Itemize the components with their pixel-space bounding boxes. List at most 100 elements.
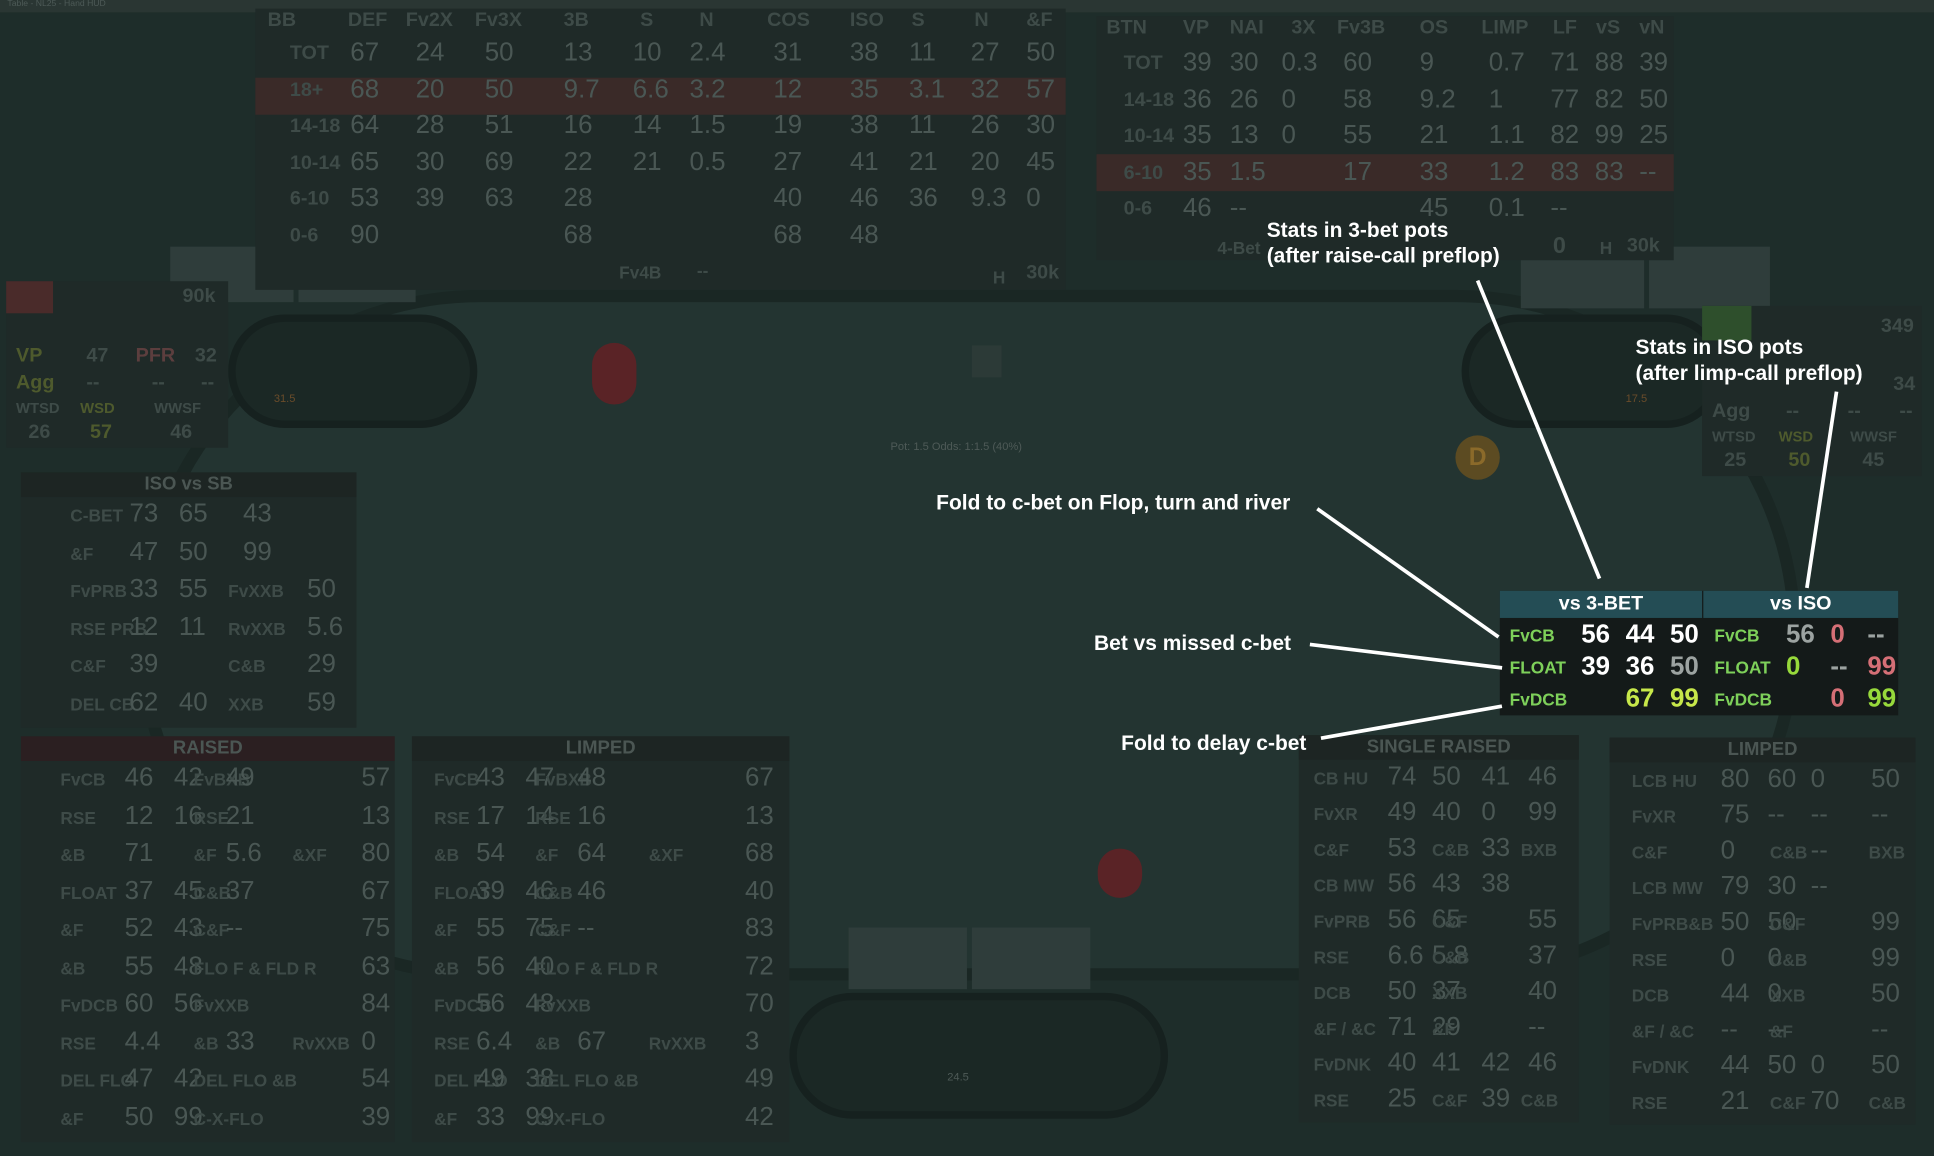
stat-value: 53 [1387,833,1417,863]
stat-value: 16 [173,801,203,830]
stat-value: 17 [476,801,505,830]
stat-value: 49 [744,1064,774,1093]
row-label: &XF [648,844,684,865]
stat-value: 68 [744,838,774,868]
stack-bottom: 24.5 [947,1070,969,1083]
stat-value: 67 [350,38,380,67]
stat-value: 48 [577,763,607,792]
stat-value: 99 [1528,798,1557,827]
stat-value: 59 [307,687,336,716]
annotation-iso-stats: Stats in ISO pots (after limp-call prefl… [1635,334,1862,386]
stat-value: 20 [970,147,1000,176]
stat-value: 38 [525,1064,555,1093]
stat-value: 0 [1767,943,1782,972]
stat-value: 38 [1481,869,1511,898]
stat-value: 41 [849,147,879,176]
left-player-hud: 90k VP 47 PFR 32 Agg -- -- -- WTSD WSD W… [6,281,229,448]
row-label: FvPRB&B [1631,913,1714,934]
stat-value: 0 [1720,943,1736,972]
row-label: C-X-FLO [535,1108,606,1128]
stat-value: 62 [129,687,159,716]
stat-value: 12 [129,612,159,641]
stat-value: 9 [1419,48,1435,77]
stat-value: 68 [563,220,593,249]
row-label: RvXXB [228,618,286,639]
column-header: 3X [1291,17,1316,39]
stat-value: 16 [577,801,607,830]
row-label: RSE [193,807,230,827]
seat-right[interactable] [1461,314,1724,428]
stat-value: 51 [484,111,514,140]
vp-label: VP [16,345,43,367]
stat-value: 63 [484,183,514,213]
stat-value: 41 [1431,1048,1461,1077]
stat-value: 99 [242,537,272,566]
stat-value: 33 [476,1102,505,1131]
fourbet-value: 0 [1552,233,1566,260]
stat-value: 90 [350,220,380,249]
wwsf-value: 45 [1862,450,1885,472]
row-label: C&F [1431,1090,1468,1111]
stat-value: 43 [476,763,505,792]
stat-value: 48 [525,989,555,1018]
stat-value: 13 [744,801,774,830]
column-header: N [974,9,989,31]
seat-left[interactable] [228,314,478,428]
row-label: CB HU [1313,768,1369,789]
row-label: FvXR [1631,806,1676,827]
stat-value: 0 [1281,84,1296,113]
seat-hero[interactable] [789,992,1169,1119]
row-label: FvDNK [1313,1054,1372,1075]
stat-value: 0 [361,1026,376,1056]
row-label: C&B [1431,839,1470,860]
wtsd-value: 26 [28,421,51,443]
pfr-label: PFR [135,345,176,367]
stat-value: 48 [849,220,879,249]
stat-value: 50 [1767,907,1797,937]
stat-value: 11 [909,38,936,67]
stat-value: 67 [577,1026,607,1056]
stat-value: 79 [1720,872,1750,901]
stat-value: -- [1810,836,1828,865]
stat-value: 0.3 [1281,48,1318,77]
row-label: RSE [60,807,96,827]
seat-box-bottom [848,927,967,990]
stat-value: 0 [1026,183,1041,213]
row-label: FvDCB [60,995,119,1016]
stat-value: 22 [563,147,593,176]
stat-value: 0.1 [1488,193,1525,223]
hands-count: 30k [1026,262,1060,284]
row-label: BXB [1868,842,1906,863]
row-label: &F [434,1108,458,1128]
stat-value: 19 [773,111,803,140]
row-label: &F [535,844,559,865]
wwsf-label: WWSF [154,399,202,417]
stat-value: 35 [1182,157,1212,186]
stat-value: -- [577,913,595,943]
stat-value: 45 [1026,147,1056,176]
stat-value: 42 [1481,1048,1511,1077]
row-label: FvPRB [1313,911,1371,932]
stat-value: 99 [1594,120,1624,150]
stat-value: 50 [1871,1050,1900,1080]
stat-value: -- [1830,652,1848,681]
row-label: &B [434,844,460,865]
hands-h-label: H [992,267,1006,288]
header-vs-3bet: vs 3-BET [1499,590,1703,618]
row-label: FvXR [1313,804,1358,824]
agg-value-3: -- [1899,400,1913,422]
row-label: 0-6 [1123,198,1153,220]
stat-value: 12 [124,801,154,830]
agg-label: Agg [16,372,55,394]
card-back-icon [971,345,1002,378]
stat-value: 39 [1182,48,1212,77]
row-label: &F / &C [1631,1021,1695,1041]
stat-value: 38 [849,38,879,67]
stat-value: 46 [1182,193,1212,223]
stat-value: 16 [563,111,593,140]
fv4b-value: -- [696,260,709,280]
row-label: C&B [1769,842,1808,863]
stat-value: 56 [1387,905,1417,934]
highlight-row [1096,154,1674,192]
